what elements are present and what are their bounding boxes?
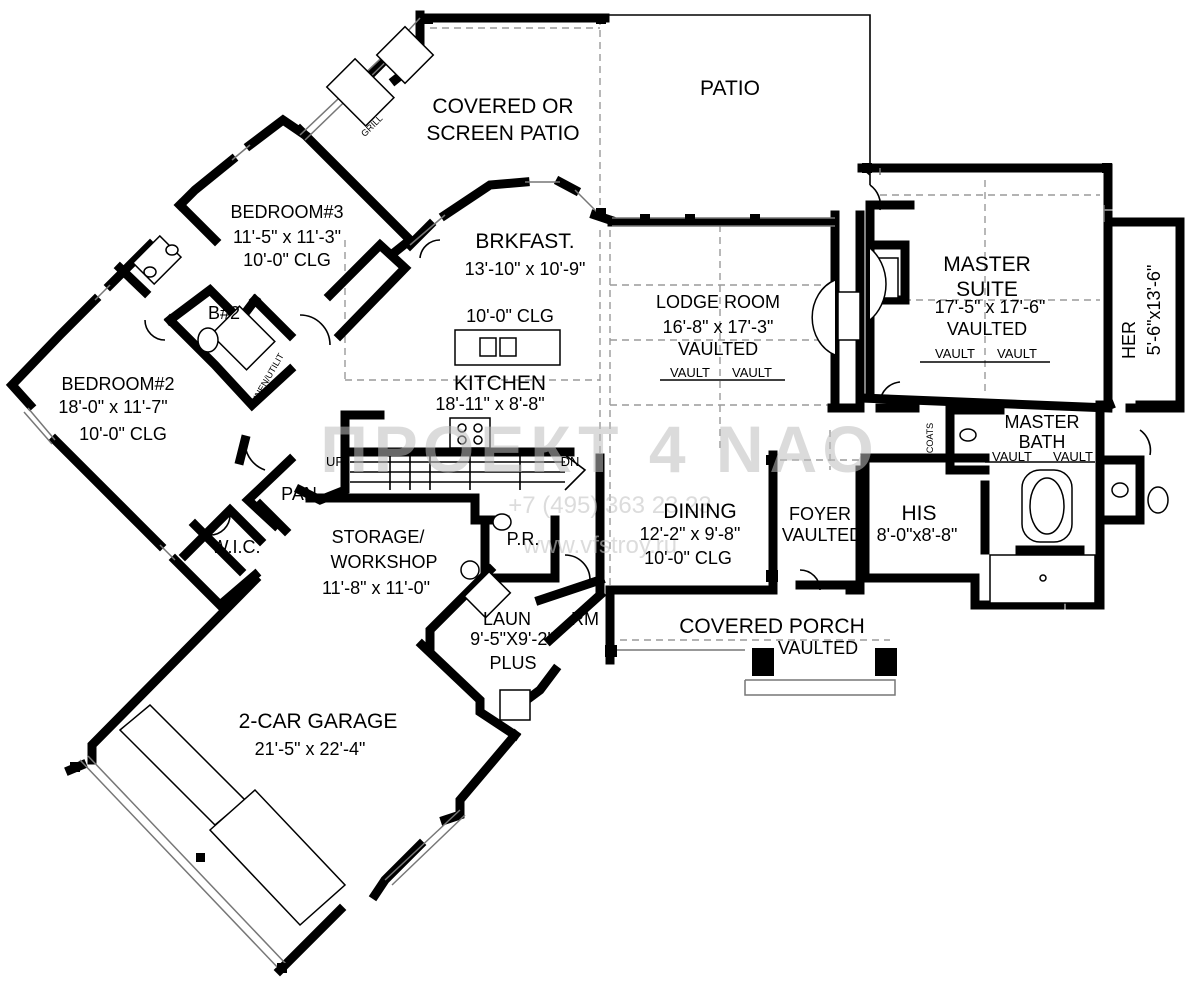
master-suite-line-1: MASTER (943, 253, 1031, 276)
watermark-phone: +7 (495) 363 23 23 (508, 492, 712, 519)
bath-vault-left: VAULT (992, 449, 1032, 464)
covered-patio-label-1: COVERED OR (432, 95, 573, 118)
covered-porch-name: COVERED PORCH (679, 615, 865, 638)
kitchen-name: KITCHEN (454, 372, 546, 395)
patio-label: PATIO (700, 77, 760, 100)
laundry-line-2: RM (571, 609, 599, 629)
master-vault-right: VAULT (997, 346, 1037, 361)
bedroom2-size: 18'-0" x 11'-7" (58, 397, 167, 417)
fixtures (118, 25, 1169, 927)
dining-size: 12'-2" x 9'-8" (640, 524, 741, 544)
storage-size: 11'-8" x 11'-0" (322, 578, 430, 598)
covered-porch-vaulted: VAULTED (778, 638, 858, 658)
storage-line-1: STORAGE/ (332, 527, 425, 547)
foyer-vaulted: VAULTED (782, 525, 862, 545)
bath2-label: B#2 (208, 303, 240, 323)
bedroom3-name: BEDROOM#3 (230, 202, 343, 222)
lodge-room-name: LODGE ROOM (656, 292, 780, 312)
stair-dn-label: DN (561, 454, 580, 469)
kitchen-clg: 10'-0" CLG (466, 306, 554, 326)
bedroom2-name: BEDROOM#2 (61, 374, 174, 394)
lodge-vault-right: VAULT (732, 365, 772, 380)
bedroom2-clg: 10'-0" CLG (79, 424, 167, 444)
master-suite-line-2: SUITE (956, 278, 1018, 301)
her-size: 5'-6"x13'-6" (1144, 265, 1164, 356)
brkfast-name: BRKFAST. (475, 230, 574, 253)
her-name: HER (1119, 321, 1139, 359)
laundry-plus: PLUS (489, 653, 536, 673)
his-name: HIS (901, 502, 936, 525)
master-vault-left: VAULT (935, 346, 975, 361)
foyer-name: FOYER (789, 504, 851, 524)
his-size: 8'-0"x8'-8" (877, 525, 958, 545)
master-suite-vaulted: VAULTED (947, 319, 1027, 339)
stair-treads (350, 454, 587, 491)
storage-line-2: WORKSHOP (330, 552, 437, 572)
master-suite-size: 17'-5" x 17'-6" (935, 297, 1046, 317)
covered-patio-label-2: SCREEN PATIO (426, 122, 579, 145)
bath-vault-right: VAULT (1053, 449, 1093, 464)
brkfast-size: 13'-10" x 10'-9" (465, 259, 586, 279)
watermark: ПРОЕКТ 4 NАО +7 (495) 363 23 23 www.vfst… (320, 412, 879, 559)
lodge-room-size: 16'-8" x 17'-3" (663, 317, 774, 337)
bedroom3-clg: 10'-0" CLG (243, 250, 331, 270)
lodge-vault-left: VAULT (670, 365, 710, 380)
watermark-brand: ПРОЕКТ 4 NАО (320, 412, 879, 486)
garage-name: 2-CAR GARAGE (239, 710, 398, 733)
dining-name: DINING (663, 500, 737, 523)
laundry-size: 9'-5"X9'-2" (470, 629, 554, 649)
outlines (23, 14, 1105, 971)
coats-label: COATS (925, 423, 935, 453)
kitchen-size: 18'-11" x 8'-8" (435, 394, 544, 414)
garage-size: 21'-5" x 22'-4" (255, 739, 366, 759)
stair-up-label: UP (326, 454, 344, 469)
bedroom3-size: 11'-5" x 11'-3" (233, 227, 341, 247)
master-bath-line-2: BATH (1019, 432, 1066, 452)
pan-label: PAN (281, 484, 317, 504)
pr-label: P.R. (507, 529, 540, 549)
posts (70, 14, 1112, 973)
room-labels: COVERED OR SCREEN PATIO PATIO BEDROOM#3 … (58, 77, 1164, 759)
wic-label: W.I.C. (212, 537, 261, 557)
dining-clg: 10'-0" CLG (644, 548, 732, 568)
watermark-site: www.vfstroy.ru (522, 532, 677, 559)
lodge-room-vaulted: VAULTED (678, 339, 758, 359)
master-bath-line-1: MASTER (1004, 412, 1079, 432)
laundry-line-1: LAUN (483, 609, 531, 629)
